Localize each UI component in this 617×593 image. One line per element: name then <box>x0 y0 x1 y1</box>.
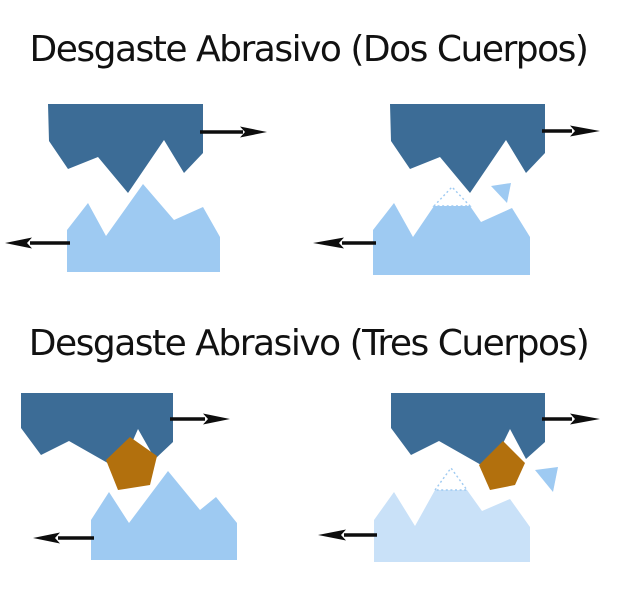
motion-arrow-left-icon <box>5 237 70 249</box>
abrasive-particle-icon <box>479 441 525 490</box>
lower-body-shape <box>373 203 530 275</box>
upper-body-shape <box>48 104 203 193</box>
wear-debris-fragment-icon <box>491 183 511 203</box>
motion-arrow-right-icon <box>200 126 267 138</box>
motion-arrow-right-icon <box>542 413 600 425</box>
motion-arrow-right-icon <box>542 125 600 137</box>
panel-three-body-wear <box>318 393 600 562</box>
panel-two-body-wear <box>313 104 600 275</box>
panel-two-body-contact <box>5 104 267 272</box>
abrasive-particle-icon <box>106 437 157 490</box>
lower-body-shape <box>67 184 220 272</box>
section-title-three-body: Desgaste Abrasivo (Tres Cuerpos) <box>28 323 590 364</box>
lower-body-shape <box>91 471 237 560</box>
motion-arrow-left-icon <box>33 532 94 544</box>
motion-arrow-left-icon <box>313 237 376 249</box>
upper-body-shape <box>391 393 545 470</box>
upper-body-shape <box>390 104 545 193</box>
upper-body-shape <box>21 393 173 470</box>
motion-arrow-right-icon <box>170 413 230 425</box>
removed-material-outline-icon <box>433 466 469 491</box>
lower-body-shape <box>374 490 530 562</box>
removed-material-outline-icon <box>432 185 472 207</box>
panel-three-body-contact <box>21 393 237 560</box>
motion-arrow-left-icon <box>318 529 377 541</box>
section-title-two-body: Desgaste Abrasivo (Dos Cuerpos) <box>29 29 589 70</box>
wear-debris-fragment-icon <box>535 467 558 492</box>
